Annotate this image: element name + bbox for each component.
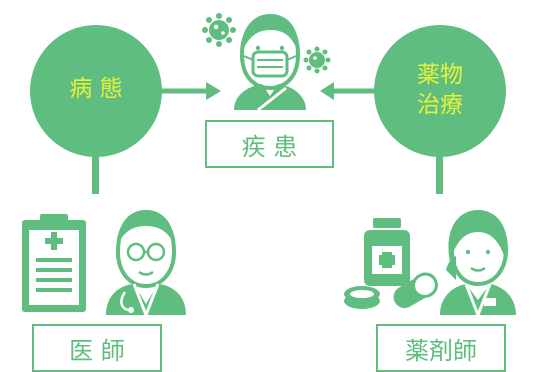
virus-icon-left: [202, 13, 236, 47]
doctor-with-clipboard-icon: [22, 209, 186, 320]
pharmacist-label: 薬剤師: [405, 336, 477, 365]
capsule-icon: [393, 272, 438, 308]
patient-hair: [241, 14, 299, 52]
pharmacist-label-box: 薬剤師: [376, 324, 506, 372]
doctor-label: 医 師: [69, 336, 125, 365]
pharmacist-with-medicine-icon: [344, 210, 516, 320]
pathology-to-doctor-line: [92, 150, 99, 194]
virus-icon-right: [303, 46, 331, 74]
medicine-bottle-icon: [364, 218, 410, 286]
doctor-label-box: 医 師: [32, 324, 162, 372]
treatment-to-patient-arrowhead: [320, 82, 334, 100]
patient-mask: [251, 50, 289, 78]
pathology-to-patient-arrowhead: [206, 82, 221, 100]
patient-label-box: 疾 患: [205, 120, 334, 168]
pathology-circle: [30, 25, 162, 157]
patient-label: 疾 患: [241, 132, 298, 161]
clipboard-icon: [22, 214, 86, 312]
treatment-to-pharmacist-line: [436, 150, 443, 194]
pharmacist-figure: [440, 210, 516, 320]
masked-patient-with-virus-icon: [202, 13, 331, 112]
drug-treatment-label-line2: 治療: [417, 92, 463, 118]
patient-body: [234, 84, 306, 110]
drug-treatment-label-line1: 薬物: [417, 62, 463, 88]
connectors: [92, 82, 443, 194]
doctor-figure: [106, 209, 186, 320]
drug-treatment-circle: [374, 25, 506, 157]
pathology-label: 病 態: [69, 76, 123, 102]
pill-tablet-icon: [344, 286, 380, 309]
drug-treatment-label: 薬物 治療: [404, 60, 476, 120]
